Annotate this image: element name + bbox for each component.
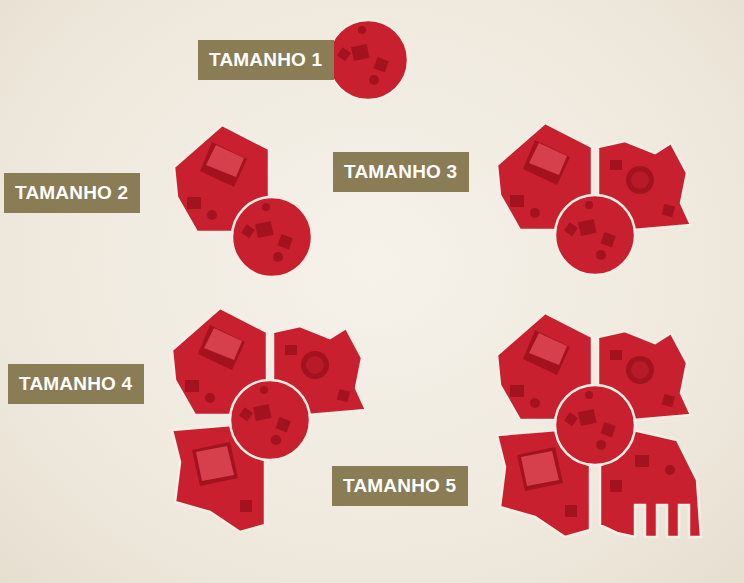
size-label: TAMANHO 4 (19, 373, 132, 395)
size-banner: TAMANHO 2 (4, 173, 140, 213)
size-banner: TAMANHO 3 (333, 152, 469, 192)
size-label: TAMANHO 2 (15, 182, 128, 204)
size-label: TAMANHO 1 (209, 49, 322, 71)
size-banner: TAMANHO 5 (332, 466, 468, 506)
size-banner: TAMANHO 1 (198, 40, 334, 80)
size-banner: TAMANHO 4 (8, 364, 144, 404)
size-label: TAMANHO 3 (344, 161, 457, 183)
size-label: TAMANHO 5 (343, 475, 456, 497)
